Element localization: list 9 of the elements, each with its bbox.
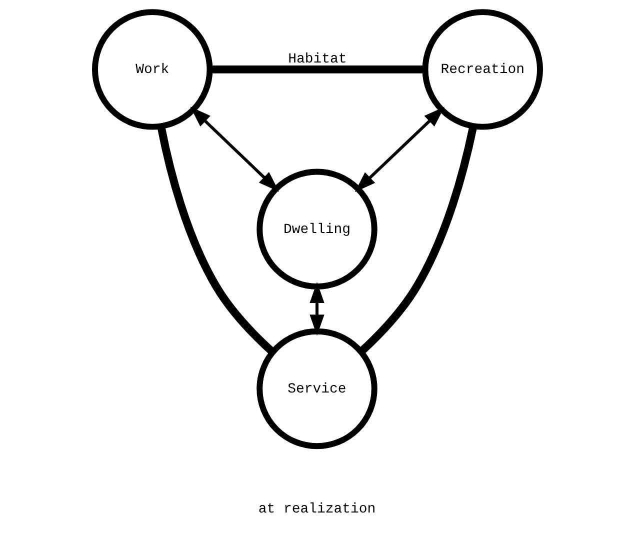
connector [156, 126, 275, 356]
arrow [190, 106, 279, 192]
arrow [354, 106, 444, 192]
connector [358, 125, 477, 355]
edge-label: Habitat [288, 52, 346, 68]
label: at realization [258, 502, 376, 518]
arrow [309, 282, 324, 336]
node-circle: Service [256, 328, 377, 450]
node-circle: Work [92, 9, 212, 130]
